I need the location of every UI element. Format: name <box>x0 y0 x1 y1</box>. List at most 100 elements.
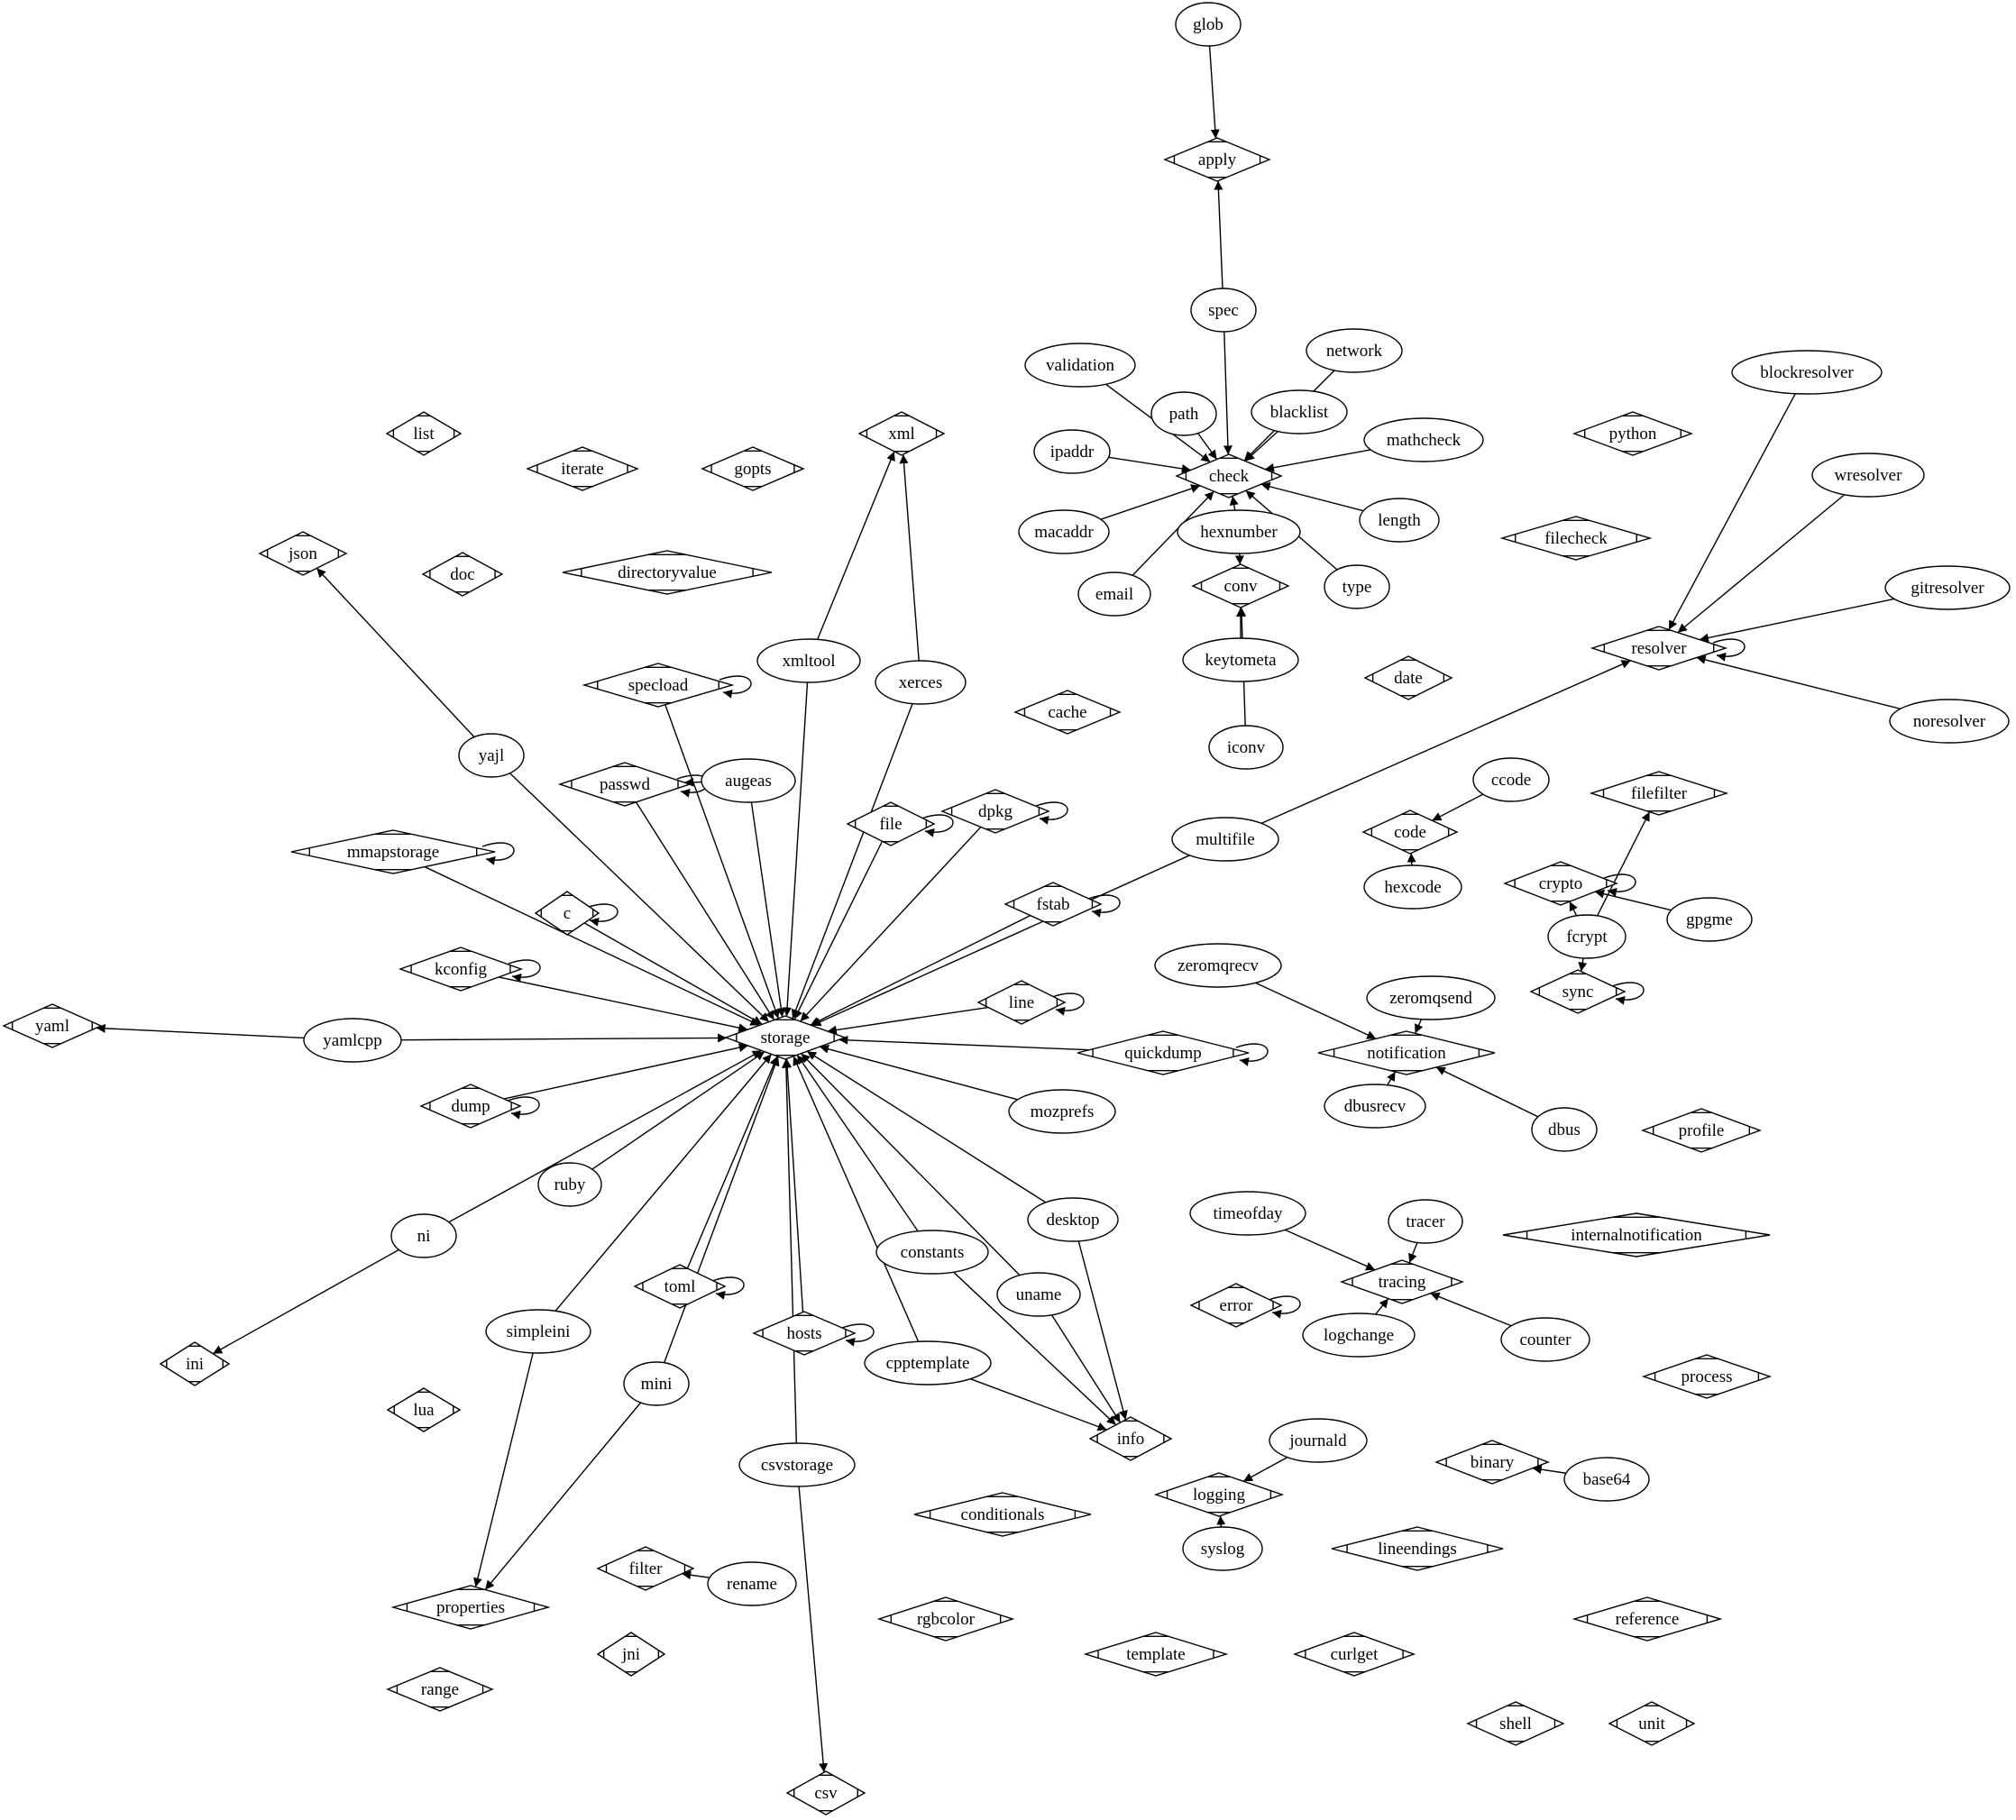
node-json[interactable]: json <box>258 531 348 576</box>
node-apply[interactable]: apply <box>1163 137 1271 182</box>
node-yajl[interactable]: yajl <box>458 733 525 778</box>
node-profile[interactable]: profile <box>1640 1108 1763 1153</box>
node-augeas[interactable]: augeas <box>701 758 796 803</box>
node-xerces[interactable]: xerces <box>875 660 967 705</box>
node-passwd[interactable]: passwd <box>557 762 692 807</box>
node-directoryvalue[interactable]: directoryvalue <box>562 550 773 595</box>
node-notification[interactable]: notification <box>1317 1030 1496 1075</box>
node-macaddr[interactable]: macaddr <box>1018 509 1110 554</box>
node-xmltool[interactable]: xmltool <box>756 638 861 683</box>
node-multifile[interactable]: multifile <box>1171 817 1279 862</box>
node-csvstorage[interactable]: csvstorage <box>738 1442 856 1487</box>
node-python[interactable]: python <box>1572 411 1694 456</box>
node-info[interactable]: info <box>1088 1416 1173 1461</box>
node-spec[interactable]: spec <box>1190 288 1257 333</box>
node-check[interactable]: check <box>1175 453 1283 498</box>
node-doc[interactable]: doc <box>421 552 504 597</box>
node-mozprefs[interactable]: mozprefs <box>1008 1089 1116 1134</box>
node-hexnumber[interactable]: hexnumber <box>1177 509 1301 554</box>
node-code[interactable]: code <box>1361 809 1459 855</box>
node-ruby[interactable]: ruby <box>537 1162 602 1207</box>
node-ini[interactable]: ini <box>159 1341 231 1386</box>
node-counter[interactable]: counter <box>1500 1317 1590 1362</box>
node-quickdump[interactable]: quickdump <box>1077 1030 1250 1075</box>
node-dump[interactable]: dump <box>419 1084 522 1129</box>
node-dbusrecv[interactable]: dbusrecv <box>1324 1084 1426 1129</box>
node-resolver[interactable]: resolver <box>1590 626 1728 671</box>
node-logchange[interactable]: logchange <box>1302 1312 1416 1358</box>
node-error[interactable]: error <box>1189 1283 1283 1328</box>
node-length[interactable]: length <box>1359 498 1440 543</box>
node-range[interactable]: range <box>386 1667 494 1712</box>
node-ni[interactable]: ni <box>390 1213 457 1258</box>
node-syslog[interactable]: syslog <box>1182 1526 1263 1571</box>
node-date[interactable]: date <box>1363 655 1453 700</box>
node-kconfig[interactable]: kconfig <box>398 947 524 992</box>
node-desktop[interactable]: desktop <box>1027 1197 1119 1242</box>
node-keytometa[interactable]: keytometa <box>1182 637 1299 682</box>
node-tracer[interactable]: tracer <box>1388 1199 1463 1244</box>
node-mini[interactable]: mini <box>623 1361 690 1406</box>
node-lineendings[interactable]: lineendings <box>1331 1526 1504 1571</box>
node-hosts[interactable]: hosts <box>752 1311 857 1356</box>
node-cache[interactable]: cache <box>1013 690 1122 735</box>
node-simpleini[interactable]: simpleini <box>485 1309 591 1354</box>
node-crypto[interactable]: crypto <box>1503 861 1618 906</box>
node-yamlcpp[interactable]: yamlcpp <box>303 1018 402 1063</box>
node-filefilter[interactable]: filefilter <box>1589 771 1729 816</box>
node-shell[interactable]: shell <box>1466 1701 1565 1746</box>
node-base64[interactable]: base64 <box>1563 1457 1650 1502</box>
node-validation[interactable]: validation <box>1024 343 1136 388</box>
node-ccode[interactable]: ccode <box>1472 757 1550 802</box>
node-c[interactable]: c <box>534 891 600 936</box>
node-storage[interactable]: storage <box>723 1015 848 1060</box>
node-tracing[interactable]: tracing <box>1339 1259 1465 1304</box>
node-email[interactable]: email <box>1077 572 1151 617</box>
node-xml[interactable]: xml <box>857 411 946 456</box>
node-journald[interactable]: journald <box>1269 1418 1368 1463</box>
node-specload[interactable]: specload <box>582 663 735 708</box>
node-binary[interactable]: binary <box>1434 1440 1550 1485</box>
node-lua[interactable]: lua <box>386 1387 462 1432</box>
node-template[interactable]: template <box>1083 1632 1229 1677</box>
node-type[interactable]: type <box>1324 564 1390 609</box>
node-properties[interactable]: properties <box>390 1585 551 1630</box>
node-internalnotification[interactable]: internalnotification <box>1502 1212 1771 1258</box>
node-rename[interactable]: rename <box>707 1561 797 1606</box>
node-path[interactable]: path <box>1150 391 1217 436</box>
node-filecheck[interactable]: filecheck <box>1499 516 1653 561</box>
node-wresolver[interactable]: wresolver <box>1811 453 1925 498</box>
node-conditionals[interactable]: conditionals <box>913 1492 1092 1537</box>
node-line[interactable]: line <box>976 980 1067 1025</box>
node-unit[interactable]: unit <box>1608 1701 1696 1746</box>
node-ipaddr[interactable]: ipaddr <box>1033 429 1111 474</box>
node-logging[interactable]: logging <box>1153 1472 1285 1517</box>
node-uname[interactable]: uname <box>996 1272 1081 1317</box>
node-network[interactable]: network <box>1306 328 1403 373</box>
node-blacklist[interactable]: blacklist <box>1251 389 1348 434</box>
node-curlget[interactable]: curlget <box>1292 1632 1416 1677</box>
node-conv[interactable]: conv <box>1191 563 1290 608</box>
node-process[interactable]: process <box>1641 1354 1773 1399</box>
node-filter[interactable]: filter <box>596 1546 695 1591</box>
node-gpgme[interactable]: gpgme <box>1666 897 1753 942</box>
node-constants[interactable]: constants <box>875 1230 989 1275</box>
node-file[interactable]: file <box>846 801 936 846</box>
node-glob[interactable]: glob <box>1175 2 1242 47</box>
node-gopts[interactable]: gopts <box>701 446 805 491</box>
node-iterate[interactable]: iterate <box>526 446 639 491</box>
node-hexcode[interactable]: hexcode <box>1363 864 1462 910</box>
node-cpptemplate[interactable]: cpptemplate <box>864 1340 992 1386</box>
node-fcrypt[interactable]: fcrypt <box>1547 914 1627 959</box>
node-list[interactable]: list <box>385 411 463 456</box>
node-mmapstorage[interactable]: mmapstorage <box>290 829 496 874</box>
node-sync[interactable]: sync <box>1529 969 1627 1014</box>
node-timeofday[interactable]: timeofday <box>1189 1191 1306 1236</box>
node-mathcheck[interactable]: mathcheck <box>1363 417 1484 462</box>
node-rgbcolor[interactable]: rgbcolor <box>876 1596 1015 1642</box>
node-zeromqrecv[interactable]: zeromqrecv <box>1154 943 1282 988</box>
node-iconv[interactable]: iconv <box>1208 725 1284 770</box>
node-dbus[interactable]: dbus <box>1531 1107 1598 1152</box>
node-noresolver[interactable]: noresolver <box>1889 699 2010 744</box>
node-yaml[interactable]: yaml <box>2 1003 103 1048</box>
